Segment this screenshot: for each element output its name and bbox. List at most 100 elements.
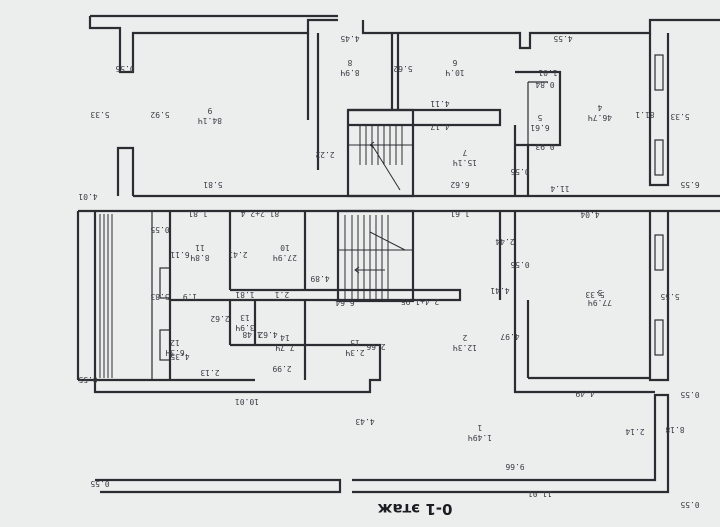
dimension-label: 4.11 — [430, 99, 449, 108]
dimension-label: 0.55 — [90, 479, 109, 488]
dimension-label: 5.62 — [393, 64, 412, 73]
room-number: 4 — [597, 103, 602, 112]
wall-top-right — [361, 18, 720, 50]
room-area: 2.3Ч — [345, 348, 364, 357]
dimension-label: 5.33 — [585, 290, 604, 299]
room-area: 27.9Ч — [273, 253, 297, 262]
dimension-label: 2.66 — [366, 342, 385, 351]
room-label-r9: 84.1Ч9 — [198, 106, 222, 125]
dimension-label: 4.89 — [310, 274, 329, 283]
room-area: 12.3Ч — [453, 343, 477, 352]
dimension-label: 4.45 — [340, 34, 359, 43]
room-label-r3: 77.9Ч3 — [588, 288, 612, 307]
dimension-label: 6.64 — [335, 298, 354, 307]
dimension-label: 0.93 — [535, 142, 554, 151]
room-area: 3.9Ч — [235, 323, 254, 332]
dimension-label: 6.11 — [170, 250, 189, 259]
dimension-label: 5.81 — [203, 180, 222, 189]
dimension-label: 11.4 — [550, 184, 569, 193]
dimension-label: 8.18 — [665, 425, 684, 434]
wall-room2-right — [513, 300, 655, 394]
room-label-r8: 8.9Ч8 — [340, 58, 359, 77]
wall-left-pier — [116, 146, 135, 196]
room-area: 84.1Ч — [198, 116, 222, 125]
dimension-label: 2.1 — [275, 290, 290, 299]
dimension-label: 4.35 — [170, 352, 189, 361]
dimension-label: 4.97 — [500, 332, 519, 341]
dimension-label: 4.43 — [355, 417, 374, 426]
room-number: 7 — [462, 148, 467, 157]
dimension-label: 1.9 — [183, 292, 198, 301]
dimension-label: 4.01 — [78, 192, 97, 201]
room-area: 7.7Ч — [275, 343, 294, 352]
room-number: 1 — [477, 423, 482, 432]
dimension-label: 0.55 — [510, 167, 529, 176]
room-number: 14 — [280, 333, 290, 342]
room-label-r6: 10.Ч6 — [445, 58, 464, 77]
room-area: 77.9Ч — [588, 298, 612, 307]
room-number: 8 — [347, 58, 352, 67]
dimension-label: 2.41 — [228, 250, 247, 259]
wall-room5 — [515, 70, 562, 147]
dimension-label: 10.01 — [235, 397, 259, 406]
dimension-label: 0.55 — [78, 375, 97, 384]
wall-right-upper — [648, 33, 670, 187]
room-area: 8.8Ч — [190, 253, 209, 262]
dimension-label: 4.04 — [580, 210, 599, 219]
dimension-label: 1.61 — [450, 209, 469, 218]
room-number: 6 — [452, 58, 457, 67]
room-area: 6.3Ч — [165, 348, 184, 357]
dimension-label: 1.01 — [538, 68, 557, 77]
wall-bottom-left — [78, 343, 382, 394]
dimension-label: 0.55 — [115, 64, 134, 73]
wall-bottom-outer-left — [95, 478, 342, 494]
room-number: 11 — [195, 243, 205, 252]
room-label-r2: 12.3Ч2 — [453, 333, 477, 352]
room-number: 12 — [170, 338, 180, 347]
dimension-label: 2.44 — [495, 237, 514, 246]
dimension-label: 2.99 — [272, 364, 291, 373]
dimension-label: 81.1 — [635, 110, 654, 119]
dimension-label: 4.55 — [553, 34, 572, 43]
wall-right-lower — [648, 212, 670, 382]
room-number: 3 — [597, 288, 602, 297]
dimension-label: 6.62 — [450, 180, 469, 189]
room-number: 9 — [207, 106, 212, 115]
dimension-label: 5.33 — [670, 112, 689, 121]
room-number: 13 — [240, 313, 250, 322]
dimension-label: 81.2+2.4 — [241, 209, 280, 218]
dimension-label: 0.55 — [150, 225, 169, 234]
stair-lower-steps — [338, 215, 413, 300]
room-area: 1.49Ч — [468, 433, 492, 442]
dimension-label: 0.55 — [680, 390, 699, 399]
wall-corridor-lower — [170, 288, 462, 302]
room-number: 10 — [280, 243, 290, 252]
dimension-label: 0.55 — [680, 500, 699, 509]
wall-bottom-outer-right — [352, 393, 670, 494]
dimension-label: 2.4+1.95 — [401, 297, 440, 306]
dimension-label: 4.17 — [430, 122, 449, 131]
dimension-label: 2.14 — [625, 427, 644, 436]
room-number: 2 — [462, 333, 467, 342]
walls — [76, 14, 720, 494]
stair-upper — [346, 108, 415, 198]
dimension-label: 9.66 — [505, 462, 524, 471]
room-label-r5: 6.615 — [530, 113, 549, 132]
dimension-label: 1.81 — [235, 290, 254, 299]
arrows — [354, 141, 390, 274]
dimension-label: 4.62 — [258, 330, 277, 339]
dimension-label: 5.83 — [150, 292, 169, 301]
dimension-label: 2.22 — [315, 150, 334, 159]
dimension-label: 2.13 — [200, 368, 219, 377]
room-area: 8.9Ч — [340, 68, 359, 77]
